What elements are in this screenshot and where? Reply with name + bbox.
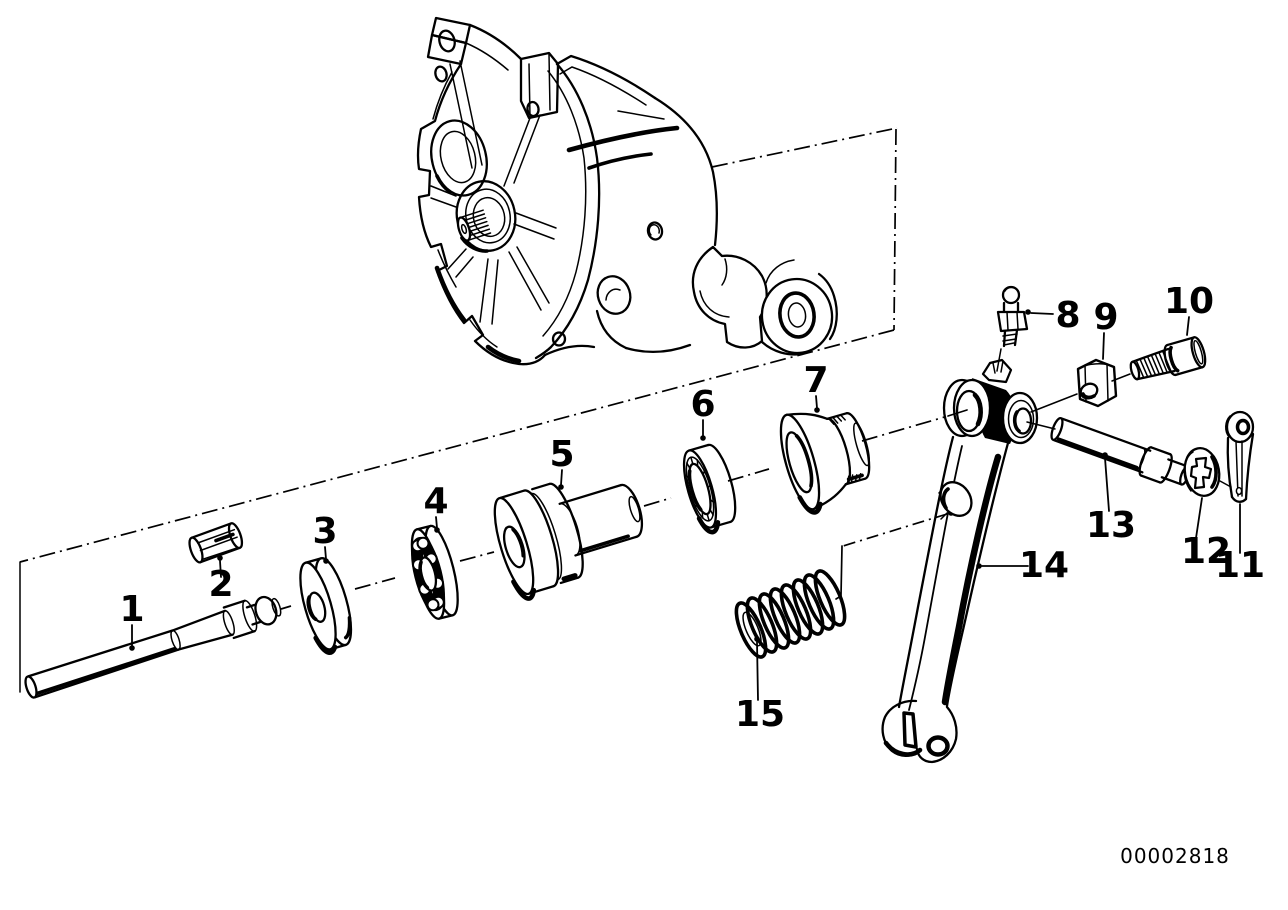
callout-12: 12 [1181,531,1231,572]
part-15-spring [734,569,847,659]
callout-9: 9 [1093,297,1118,338]
part-14-release-lever [881,348,1039,764]
frame-lines [19,127,898,693]
part-8-grease-nipple [996,285,1029,348]
callout-11: 11 [1215,545,1265,586]
gearbox-housing [416,16,838,366]
callout-15: 15 [735,694,785,735]
part-10-screw [1129,336,1207,381]
document-id: 00002818 [1120,844,1230,868]
callout-3: 3 [312,511,337,552]
callout-6: 6 [690,384,715,425]
part-3-washer [299,557,353,655]
callout-10: 10 [1164,281,1214,322]
leader-lines [129,309,1241,701]
callout-4: 4 [423,481,448,522]
callout-8: 8 [1055,295,1080,336]
part-11-link [1225,410,1255,503]
part-13-pin [1050,416,1191,486]
callout-5: 5 [549,434,574,475]
callout-13: 13 [1086,505,1136,546]
part-2-sleeve [188,522,244,564]
axis-overlays [947,373,1232,488]
part-4-thrust-bearing [410,524,459,620]
part-5-pressure-piece [493,482,644,601]
part-9-nut [1076,358,1118,408]
callout-7: 7 [803,360,828,401]
callout-2: 2 [208,564,233,605]
part-6-bearing-ring [682,443,737,535]
part-12-lock-washer [1183,447,1221,497]
callout-14: 14 [1019,545,1069,586]
callout-1: 1 [119,589,144,630]
part-1-pushrod [24,595,282,699]
part-7-release-bearing [779,412,871,515]
centerlines [280,415,954,610]
